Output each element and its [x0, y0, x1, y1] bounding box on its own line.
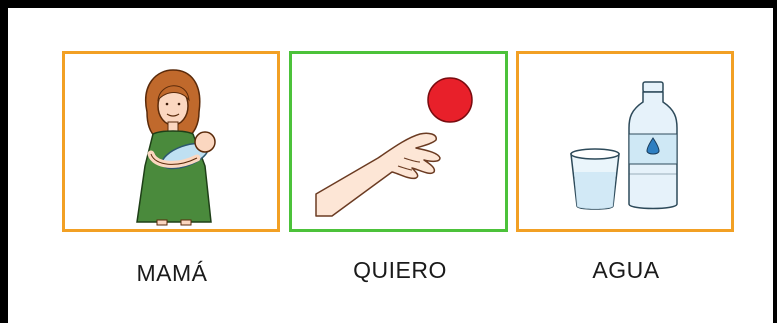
pictogram-label-agua: AGUA: [592, 257, 660, 283]
pictogram-card-agua[interactable]: [516, 51, 734, 232]
pictogram-label-quiero: QUIERO: [353, 257, 447, 283]
water-bottle-and-glass-icon: [570, 81, 678, 210]
pictogram-card-quiero[interactable]: [289, 51, 508, 232]
hand-reaching-ball-icon: [315, 77, 473, 217]
pictogram-card-mama[interactable]: [62, 51, 280, 232]
pictogram-label-mama: MAMÁ: [136, 260, 208, 286]
mother-holding-baby-icon: [136, 69, 216, 226]
